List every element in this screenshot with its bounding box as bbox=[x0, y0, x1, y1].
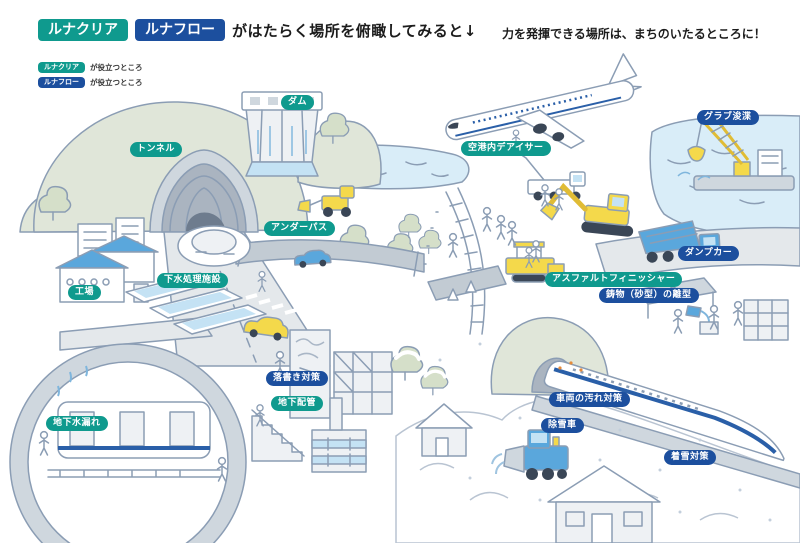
factory-illustration bbox=[55, 235, 159, 303]
map-label-sewage-plant: 下水処理施設 bbox=[157, 273, 229, 288]
legend-badge-lunaclear: ルナクリア bbox=[38, 62, 85, 73]
map-label-sand-mold-release: 鋳物（砂型）の離型 bbox=[599, 288, 699, 303]
map-label-factory: 工場 bbox=[68, 285, 102, 300]
map-label-snow-accretion: 着雪対策 bbox=[664, 450, 717, 465]
title-text: がはたらく場所を俯瞰してみると↓ bbox=[232, 21, 477, 40]
brand-badge-lunaclear: ルナクリア bbox=[38, 19, 128, 41]
snow-houses bbox=[415, 403, 661, 543]
map-label-asphalt-finisher: アスファルトフィニッシャー bbox=[545, 272, 683, 287]
map-label-dam: ダム bbox=[281, 95, 315, 110]
map-label-groundwater-leak: 地下水漏れ bbox=[46, 416, 108, 431]
map-label-graffiti: 落書き対策 bbox=[266, 371, 328, 386]
construction-frame bbox=[333, 351, 393, 415]
shinkansen bbox=[543, 360, 785, 462]
map-label-underground-piping: 地下配管 bbox=[271, 396, 324, 411]
legend-badge-lunaflow: ルナフロー bbox=[38, 77, 85, 88]
legend: ルナクリア が役立つところ ルナフロー が役立つところ bbox=[38, 62, 143, 88]
legend-label: が役立つところ bbox=[90, 63, 143, 72]
map-label-tunnel: トンネル bbox=[130, 142, 182, 157]
monorail-track bbox=[423, 187, 486, 335]
snowplow-illustration bbox=[491, 429, 569, 480]
wheel-loader bbox=[297, 185, 355, 217]
yellow-car bbox=[243, 316, 289, 341]
map-label-dump-truck: ダンプカー bbox=[678, 246, 740, 261]
map-label-underpass: アンダーパス bbox=[264, 221, 335, 236]
map-label-vehicle-dirt: 車両の汚れ対策 bbox=[549, 392, 630, 407]
fresh-asphalt bbox=[427, 265, 507, 301]
asphalt-finisher-illustration bbox=[427, 241, 565, 301]
header-note: 力を発揮できる場所は、まちのいたるところに！ bbox=[502, 27, 766, 41]
underground-section bbox=[9, 343, 247, 543]
snow-scene bbox=[389, 316, 800, 543]
page-title: ルナクリア ルナフロー がはたらく場所を俯瞰してみると↓ bbox=[38, 19, 477, 41]
falling-snow bbox=[438, 342, 772, 522]
round-building bbox=[177, 225, 251, 267]
airplane-illustration bbox=[445, 53, 642, 149]
brand-badge-lunaflow: ルナフロー bbox=[135, 19, 225, 41]
legend-item-lunaflow: ルナフロー が役立つところ bbox=[38, 77, 143, 88]
excavator bbox=[540, 182, 634, 237]
metro-train bbox=[47, 401, 221, 478]
grab-dredger bbox=[677, 115, 795, 191]
blue-car bbox=[293, 249, 332, 268]
map-label-airport-deicer: 空港内デアイサー bbox=[461, 141, 551, 156]
legend-item-lunaclear: ルナクリア が役立つところ bbox=[38, 62, 143, 73]
map-label-snowplow: 除雪車 bbox=[541, 418, 584, 433]
map-label-grab-dredging: グラブ浚渫 bbox=[697, 110, 759, 125]
underground-stairs bbox=[251, 404, 305, 462]
legend-label: が役立つところ bbox=[90, 78, 143, 87]
underground-pipes bbox=[311, 397, 367, 473]
tunnel-illustration bbox=[149, 149, 259, 233]
